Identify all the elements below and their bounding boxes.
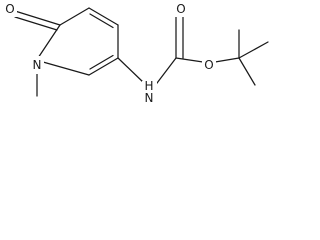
tbutyl-methyl-right [238,41,269,59]
amide-nitrogen-label: N [145,91,154,105]
ring-nitrogen-label: N [33,58,42,72]
ring-bond-c3-c4 [88,7,119,26]
ring-nitrogen-bg [30,56,44,74]
ether-tbutyl-bond [214,57,240,63]
amide-nitrogen-bg [142,81,157,105]
atom-label-group: O N H N O O [3,1,216,105]
carbonyl-oxygen-bg [174,1,188,17]
ketone-oxygen-label: O [5,2,14,16]
ring-bond-c6-n1 [42,61,90,76]
carbonyl-ether-bond [175,57,204,63]
tbutyl-methyl-down [238,57,256,86]
amide-nitrogen-hydrogen-label: H [144,79,153,93]
ether-oxygen-label: O [204,58,213,72]
ring-bond-c5-c6-inner [89,54,114,70]
ketone-bond-2 [14,16,58,31]
ketone-oxygen-bg [3,1,17,17]
bond-group [14,7,269,97]
nh-carbonyl-bond [153,57,177,88]
ring-bond-c5-c6 [88,57,119,76]
ring-bond-c2-c3 [59,7,90,26]
ring-bond-n1-c2 [37,24,61,59]
ring-nh-bond [117,57,145,84]
ketone-bond-1 [14,10,61,26]
molecule-structure: O N H N O O [3,1,269,105]
carbonyl-oxygen-label: O [176,2,185,16]
ether-oxygen-bg [202,56,216,74]
ring-bond-c3-c4-inner [89,13,114,29]
